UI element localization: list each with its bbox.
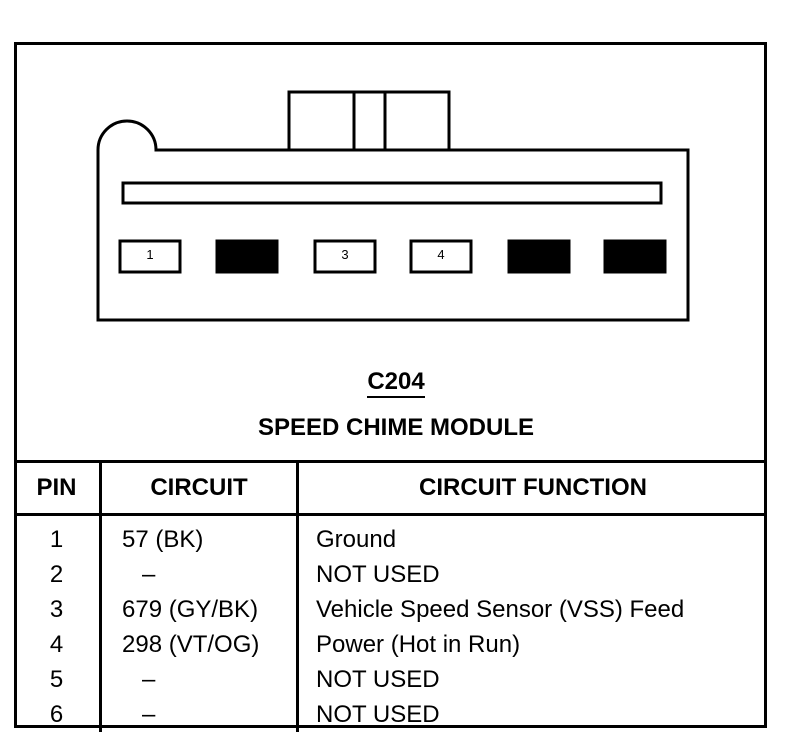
cavity-5 (507, 239, 571, 274)
table-row: 6–NOT USED (14, 697, 767, 732)
circuit-cell: – (100, 662, 299, 697)
pin-cell: 3 (14, 592, 102, 627)
cavity-label: 1 (146, 247, 153, 262)
connector-id: C204 (0, 368, 792, 398)
function-cell: NOT USED (316, 666, 440, 693)
function-cell: Ground (316, 526, 397, 553)
cavity-2 (215, 239, 279, 274)
cavity-3 (313, 239, 377, 274)
pin-cell: 6 (14, 697, 102, 732)
table-header-row: PIN CIRCUIT CIRCUIT FUNCTION (14, 460, 767, 516)
header-circuit: CIRCUIT (100, 460, 299, 516)
pin-cell: 2 (14, 557, 102, 592)
cavity-1 (118, 239, 182, 274)
pin-cell: 4 (14, 627, 102, 662)
function-cell: Vehicle Speed Sensor (VSS) Feed (316, 596, 685, 623)
pin-cell: 1 (14, 514, 102, 557)
cavity-label: 3 (341, 247, 348, 262)
connector-key-slot (121, 181, 663, 205)
pin-cell: 5 (14, 662, 102, 697)
connector-name: SPEED CHIME MODULE (257, 414, 535, 441)
connector-drawing: 1 3 4 (96, 90, 690, 322)
function-cell: NOT USED (316, 701, 440, 728)
cavity-4 (409, 239, 473, 274)
connector-latch (287, 90, 451, 152)
function-cell: Power (Hot in Run) (316, 631, 521, 658)
table-row: 5–NOT USED (14, 662, 767, 697)
cavity-6 (603, 239, 667, 274)
connector-id-text: C204 (367, 368, 425, 398)
circuit-cell: – (100, 697, 299, 732)
cavity-label: 4 (437, 247, 444, 262)
circuit-cell: 298 (VT/OG) (100, 627, 299, 662)
header-function: CIRCUIT FUNCTION (297, 460, 767, 516)
header-pin: PIN (14, 460, 102, 516)
circuit-cell: 57 (BK) (100, 514, 299, 557)
function-cell: NOT USED (316, 561, 440, 588)
circuit-cell: – (100, 557, 299, 592)
circuit-cell: 679 (GY/BK) (100, 592, 299, 627)
diagram-frame (14, 42, 767, 728)
table-row: 2–NOT USED (14, 557, 767, 592)
